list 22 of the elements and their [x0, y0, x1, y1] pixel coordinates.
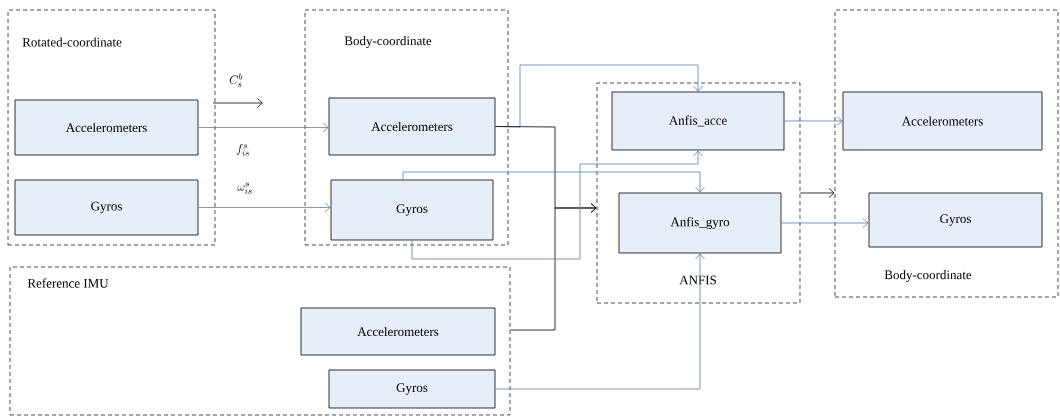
arrow	[495, 253, 705, 390]
arrow	[411, 150, 703, 260]
arrow	[402, 171, 705, 193]
process-box: Gyros	[328, 369, 496, 409]
process-box: Accelerometers	[842, 91, 1043, 151]
process-box: Gyros	[14, 179, 199, 236]
arrow	[198, 202, 331, 213]
arrow	[784, 116, 843, 126]
process-box: Gyros	[330, 179, 494, 241]
edge-label: $f_{is}^{s}$	[235, 143, 251, 157]
edge-label: $\omega_{is}^{s}$	[236, 181, 254, 195]
process-box: Accelerometers	[300, 307, 496, 356]
arrow	[198, 122, 329, 133]
process-box: Accelerometers	[328, 97, 496, 156]
arrow	[781, 218, 869, 228]
arrow	[509, 203, 597, 331]
process-box: Anfis_gyro	[618, 192, 782, 254]
process-box: Accelerometers	[14, 99, 199, 156]
process-box: Gyros	[868, 192, 1043, 248]
arrow	[799, 188, 835, 198]
math-label: $C_{s}^{b}$	[229, 73, 243, 87]
process-box: Anfis_acce	[611, 91, 785, 151]
